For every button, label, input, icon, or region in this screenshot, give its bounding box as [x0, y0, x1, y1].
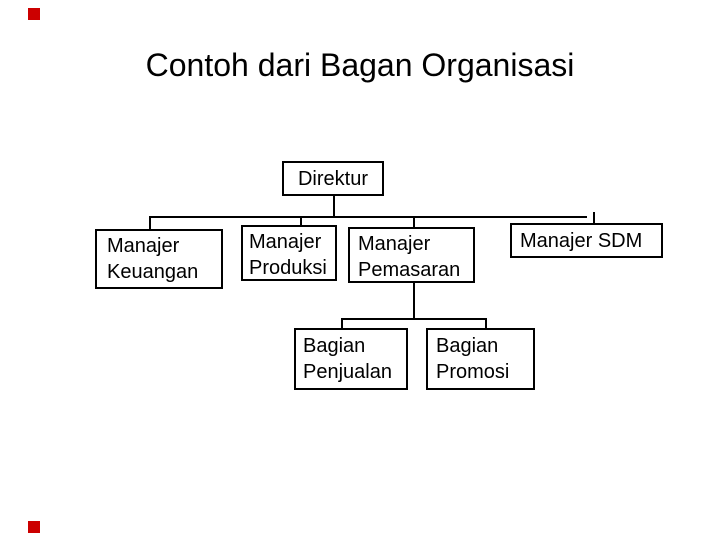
org-node-produksi-line1: Manajer: [249, 231, 322, 253]
org-node-promosi-line2: Promosi: [436, 361, 510, 383]
org-node-keuangan-line2: Keuangan: [107, 261, 199, 283]
org-node-penjualan-line1: Bagian: [303, 335, 366, 357]
org-node-penjualan-line2: Penjualan: [303, 361, 392, 383]
connector-drop-produksi: [300, 216, 302, 225]
org-node-manajer-sdm: Manajer SDM: [510, 223, 663, 258]
org-node-produksi-line2: Produksi: [249, 257, 327, 279]
connector-drop-sdm: [593, 212, 595, 224]
org-node-manajer-keuangan: Manajer Keuangan: [95, 229, 223, 289]
connector-pemasaran-down: [413, 283, 415, 318]
slide-title: Contoh dari Bagan Organisasi: [145, 47, 575, 83]
connector-drop-promosi: [485, 318, 487, 328]
org-node-manajer-pemasaran: Manajer Pemasaran: [348, 227, 475, 283]
connector-drop-penjualan: [341, 318, 343, 328]
connector-drop-pemasaran: [413, 216, 415, 227]
org-node-direktur: Direktur: [282, 161, 384, 196]
org-node-bagian-penjualan: Bagian Penjualan: [294, 328, 408, 390]
connector-drop-keuangan: [149, 216, 151, 229]
org-node-direktur-label: Direktur: [297, 167, 368, 190]
red-square-decoration-top: [28, 8, 40, 20]
org-node-sdm-label: Manajer SDM: [520, 229, 643, 252]
connector-direktur-down: [333, 195, 335, 216]
org-node-pemasaran-line2: Pemasaran: [358, 259, 461, 281]
org-node-keuangan-line1: Manajer: [107, 235, 180, 257]
connector-bus-level2: [150, 216, 587, 218]
red-square-decoration-bottom: [28, 521, 40, 533]
org-node-manajer-produksi: Manajer Produksi: [241, 225, 337, 281]
org-node-pemasaran-line1: Manajer: [358, 233, 431, 255]
org-node-bagian-promosi: Bagian Promosi: [426, 328, 535, 390]
connector-bus-level3: [342, 318, 486, 320]
org-node-promosi-line1: Bagian: [436, 335, 499, 357]
